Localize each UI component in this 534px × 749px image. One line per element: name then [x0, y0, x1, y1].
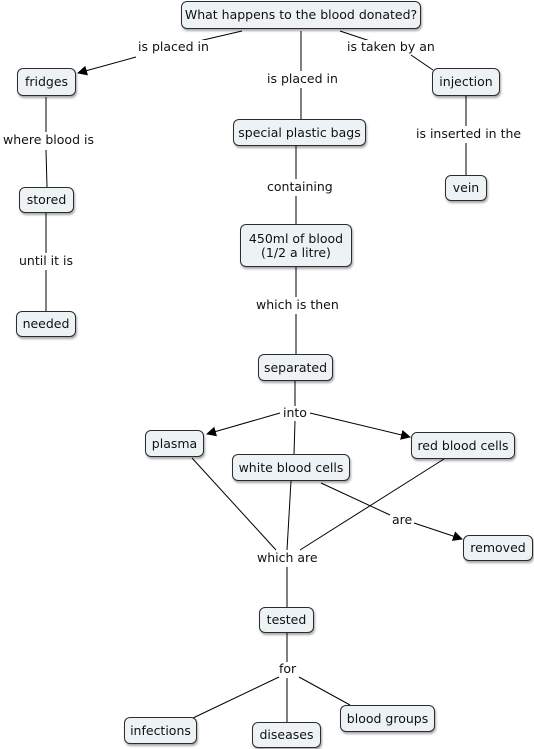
concept-stored[interactable]: stored [19, 187, 74, 213]
line-for-groups [298, 676, 351, 706]
concept-blood-groups[interactable]: blood groups [340, 705, 435, 732]
concept-special-plastic-bags[interactable]: special plastic bags [233, 119, 366, 146]
link-is-taken-by-an: is taken by an [346, 39, 436, 54]
link-is-placed-in-left: is placed in [137, 39, 210, 54]
concept-separated[interactable]: separated [258, 354, 333, 381]
link-where-blood-is: where blood is [2, 132, 95, 147]
link-for: for [278, 661, 298, 676]
line-for-infections [192, 676, 280, 719]
link-is-inserted-in-the: is inserted in the [415, 126, 523, 141]
line-taken-injection [410, 54, 434, 71]
link-into: into [282, 405, 308, 420]
line-plasma-which-are [191, 457, 277, 551]
line-white-are [320, 482, 391, 516]
concept-450ml-of-blood[interactable]: 450ml of blood (1/2 a litre) [240, 224, 352, 267]
arrow-to-removed [413, 522, 463, 541]
concept-vein[interactable]: vein [445, 175, 487, 201]
arrow-to-fridges [77, 56, 137, 76]
concept-injection[interactable]: injection [432, 68, 500, 96]
link-are: are [391, 512, 414, 527]
line-white-which-are [286, 480, 292, 551]
concept-tested[interactable]: tested [259, 607, 314, 633]
concept-white-blood-cells[interactable]: white blood cells [232, 454, 350, 481]
line-root-taken [339, 30, 371, 42]
concept-root-question[interactable]: What happens to the blood donated? [181, 1, 421, 29]
concept-removed[interactable]: removed [463, 535, 533, 561]
line-red-which-are [299, 458, 445, 551]
link-is-placed-in-center: is placed in [266, 71, 339, 86]
arrow-to-red [309, 412, 411, 440]
concept-red-blood-cells[interactable]: red blood cells [411, 432, 515, 459]
arrow-to-plasma [206, 412, 281, 437]
concept-needed[interactable]: needed [16, 311, 76, 337]
link-containing: containing [266, 179, 334, 194]
concept-diseases[interactable]: diseases [252, 722, 321, 748]
concept-plasma[interactable]: plasma [145, 430, 204, 457]
link-which-are: which are [256, 550, 319, 565]
link-until-it-is: until it is [18, 253, 74, 268]
concept-fridges[interactable]: fridges [17, 68, 76, 96]
line-where-stored [45, 149, 48, 188]
concept-infections[interactable]: infections [124, 717, 197, 744]
line-into-white [293, 420, 296, 455]
link-which-is-then: which is then [255, 297, 340, 312]
